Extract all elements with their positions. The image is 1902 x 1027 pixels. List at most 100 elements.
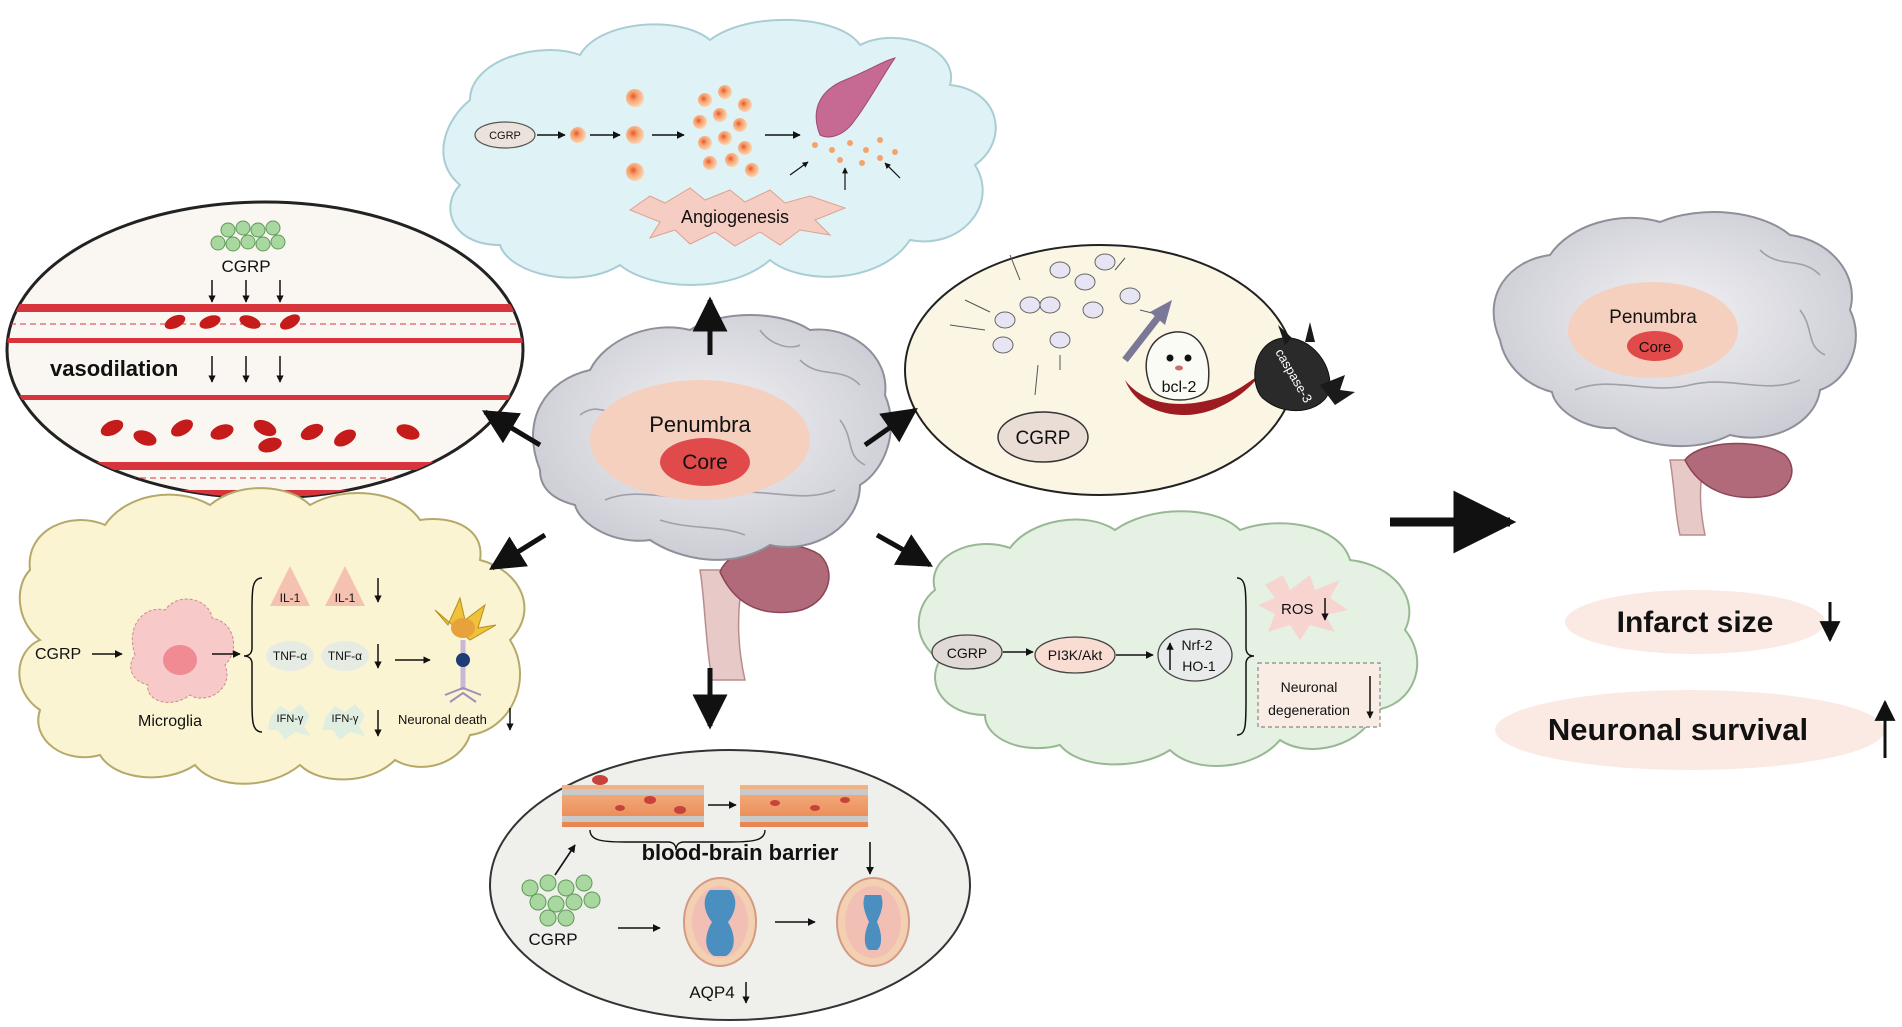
outcome-brain: Penumbra Core bbox=[1492, 211, 1857, 536]
cgrp-label: CGRP bbox=[528, 930, 577, 949]
apoptosis-oval bbox=[904, 244, 1296, 496]
red-blood-cells-narrow bbox=[164, 314, 300, 330]
repaired-vessel bbox=[740, 785, 868, 827]
neuronal-death-label: Neuronal death bbox=[398, 712, 487, 727]
microglia-label: Microglia bbox=[138, 713, 202, 730]
ifn-blob bbox=[323, 704, 365, 740]
tnf-label: TNF-α bbox=[273, 649, 307, 663]
neuronal-survival-label: Neuronal survival bbox=[1548, 712, 1808, 747]
il1-label: IL-1 bbox=[335, 591, 356, 605]
arrow-to-inflammation bbox=[489, 532, 547, 571]
bcl2-label: bcl-2 bbox=[1162, 379, 1197, 396]
vessel-wall-bottom bbox=[7, 395, 523, 400]
arrow-to-vasodilation bbox=[481, 409, 542, 448]
outcome-brace bbox=[1236, 577, 1255, 736]
cgrp-node bbox=[931, 634, 1003, 670]
pi3k-node bbox=[1034, 636, 1116, 674]
cell-cluster bbox=[693, 85, 759, 177]
vessel-wall-top bbox=[7, 338, 523, 343]
small-arrow bbox=[789, 161, 809, 176]
neuronal-degeneration-label: degeneration bbox=[1268, 702, 1350, 718]
ros-label: ROS bbox=[1281, 601, 1314, 618]
cgrp-label: CGRP bbox=[35, 646, 81, 663]
core-label: Core bbox=[682, 451, 728, 474]
cgrp-node bbox=[474, 121, 536, 149]
arrow-to-oxidative bbox=[875, 532, 934, 568]
cgrp-label: CGRP bbox=[947, 645, 987, 661]
penumbra-label: Penumbra bbox=[649, 412, 751, 437]
recovered-brain-slice bbox=[836, 877, 910, 967]
new-vessel-sprout bbox=[815, 57, 897, 138]
cerebellum bbox=[1684, 442, 1793, 499]
ifn-blob bbox=[268, 704, 310, 740]
bcl2-cape bbox=[1125, 375, 1260, 415]
angiogenesis-panel: CGRP Angiogenesis bbox=[442, 18, 997, 286]
cgrp-granules bbox=[210, 220, 286, 252]
infarct-size-label: Infarct size bbox=[1617, 606, 1774, 639]
vessel-wall-top bbox=[7, 304, 523, 312]
caspase-character bbox=[1254, 337, 1331, 412]
neuronal-survival-pill bbox=[1495, 690, 1885, 770]
angiogenesis-burst bbox=[628, 187, 847, 247]
small-arrow bbox=[884, 162, 901, 179]
oxidative-panel: CGRP PI3K/Akt Nrf-2 HO-1 ROS Neuronal de… bbox=[917, 510, 1419, 767]
core-region bbox=[660, 438, 750, 486]
ifn-label: IFN-γ bbox=[332, 713, 359, 725]
nrf2-ho1-node bbox=[1157, 628, 1233, 682]
angiogenesis-label: Angiogenesis bbox=[681, 207, 789, 227]
up-arrow bbox=[554, 844, 576, 876]
sprout-cells bbox=[812, 137, 898, 166]
inflammation-cloud bbox=[18, 487, 526, 785]
ros-burst bbox=[1258, 575, 1348, 640]
il1-triangle bbox=[325, 566, 365, 606]
motion-lines bbox=[949, 254, 1161, 396]
il1-triangle bbox=[270, 566, 310, 606]
inflammation-panel: CGRP Microglia IL-1 IL-1 TNF-α TNF-α IFN… bbox=[18, 487, 526, 785]
core-label: Core bbox=[1639, 339, 1672, 356]
bcl2-sword bbox=[1122, 312, 1163, 363]
core-region bbox=[1627, 331, 1683, 361]
angiogenesis-cloud bbox=[442, 18, 997, 286]
cgrp-winged-particles bbox=[992, 253, 1141, 354]
tnf-blob bbox=[321, 641, 369, 671]
pi3k-label: PI3K/Akt bbox=[1048, 647, 1103, 663]
neuronal-degeneration-label: Neuronal bbox=[1281, 679, 1338, 695]
outcomes: Infarct size Neuronal survival bbox=[1495, 590, 1896, 770]
cgrp-label: CGRP bbox=[221, 257, 270, 276]
vasodilation-label: vasodilation bbox=[50, 356, 178, 381]
radial-arrows bbox=[481, 296, 934, 730]
tnf-label: TNF-α bbox=[328, 649, 362, 663]
stem-cell bbox=[570, 127, 586, 143]
penumbra-label: Penumbra bbox=[1609, 307, 1697, 328]
cgrp-label: CGRP bbox=[1016, 428, 1071, 449]
nrf2-label: Nrf-2 bbox=[1181, 637, 1212, 653]
bbb-label: blood-brain barrier bbox=[642, 840, 839, 865]
arrow-to-apoptosis bbox=[863, 407, 918, 448]
cgrp-label: CGRP bbox=[489, 130, 521, 142]
damaged-vessel bbox=[562, 775, 704, 827]
dividing-cells bbox=[626, 89, 644, 181]
brain-gyri bbox=[1574, 249, 1826, 391]
microglia-nucleus bbox=[163, 645, 197, 675]
penumbra-region bbox=[1568, 282, 1738, 378]
cgrp-granules bbox=[521, 874, 601, 927]
vessel-wall-bottom bbox=[7, 462, 523, 470]
red-blood-cells-dilated bbox=[100, 419, 420, 453]
edematous-brain-slice bbox=[683, 877, 757, 967]
caspase-wing bbox=[1320, 375, 1355, 405]
central-brain: Penumbra Core bbox=[532, 314, 892, 681]
cytokine-brace bbox=[243, 577, 263, 733]
infarct-size-pill bbox=[1565, 590, 1825, 654]
apoptosis-panel: CGRP bcl-2 caspase-3 bbox=[904, 244, 1355, 496]
aqp4-label: AQP4 bbox=[689, 983, 734, 1002]
ho1-label: HO-1 bbox=[1182, 658, 1216, 674]
bbb-panel: blood-brain barrier CGRP AQP4 bbox=[489, 749, 971, 1021]
neuron-icon bbox=[434, 596, 497, 703]
il1-label: IL-1 bbox=[280, 591, 301, 605]
bbb-brace bbox=[589, 829, 766, 851]
tnf-blob bbox=[266, 641, 314, 671]
ifn-label: IFN-γ bbox=[277, 713, 304, 725]
cgrp-node bbox=[997, 411, 1089, 463]
neuronal-degeneration-box bbox=[1257, 662, 1381, 728]
vasodilation-panel: CGRP vasodilation bbox=[5, 200, 525, 500]
